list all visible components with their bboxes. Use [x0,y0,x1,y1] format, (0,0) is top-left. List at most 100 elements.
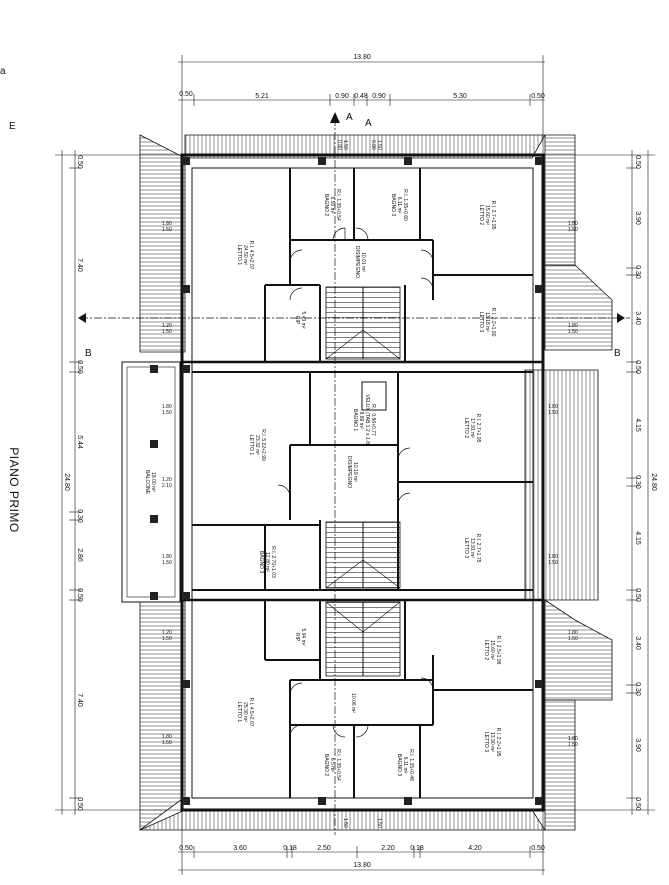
svg-text:LETTO 3: LETTO 3 [478,312,484,332]
dim-left-7: 0.50 [76,588,83,602]
section-lines [80,118,630,835]
svg-text:R.I. 4.5+2.07: R.I. 4.5+2.07 [248,241,254,270]
dim-right-5: 0.50 [634,360,641,374]
svg-text:13.91 m²: 13.91 m² [469,538,475,558]
svg-text:24.50 m²: 24.50 m² [242,245,248,265]
win-note: 1.50 [162,410,172,416]
plan-title: PIANO PRIMO [7,447,21,533]
dim-right-12: 3.90 [634,738,641,752]
svg-text:R.I. 2.5+1.98: R.I. 2.5+1.98 [495,636,501,665]
door-note: 1.50 [376,140,382,150]
room-letto2-bot: LETTO 2 15.60 m² R.I. 2.5+1.98 [483,636,501,665]
win-note: 1.80 [568,736,578,742]
outer-walls [180,153,545,812]
win-note: 1.50 [568,636,578,642]
svg-text:DISIMPEGNO: DISIMPEGNO [346,456,352,488]
door-note: 1.50 [342,140,348,150]
dim-left-5: 0.30 [76,509,83,523]
dim-right-13: 0.50 [634,797,641,811]
win-note: 1.50 [568,329,578,335]
win-note: 1.50 [568,227,578,233]
win-note: 1.20 [162,477,172,483]
room-balcone: BALCONE 18.00 m² [144,470,156,495]
win-note: 1.20 [162,323,172,329]
dimensions-bottom [178,810,545,875]
room-bagno3-mid: BAGNO 3 12.80 m² R.I. 2.70+1.03 [258,546,276,578]
dim-bot-total: 13.80 [353,862,371,869]
svg-text:R.I. 1.35+0.54: R.I. 1.35+0.54 [335,749,341,781]
svg-text:LETTO 1: LETTO 1 [236,245,242,265]
dim-bot-4: 2.50 [317,845,331,852]
dim-bot-1: 0.50 [179,845,193,852]
svg-text:LETTO 2: LETTO 2 [463,418,469,438]
dim-right-9: 0.50 [634,588,641,602]
svg-text:R.I. 2.7+1.75: R.I. 2.7+1.75 [475,534,481,563]
dim-bot-7: 4.20 [468,845,482,852]
win-note: 1.20 [162,630,172,636]
room-letto1-top: LETTO 1 24.50 m² R.I. 4.5+2.07 [236,241,254,270]
room-letto3-bot: LETTO 3 13.90 m² R.I. 2.2+1.95 [483,728,501,757]
room-disimpegno-mid: DISIMPEGNO 10.19 m² [346,456,358,488]
dim-top-5: 0.90 [372,93,386,100]
svg-text:LETTO 1: LETTO 1 [236,702,242,722]
section-label-a-1: A [346,112,353,123]
dim-left-9: 0.50 [76,797,83,811]
section-label-b-2: B [614,348,621,359]
svg-text:LETTO 3: LETTO 3 [483,732,489,752]
room-letto2-mid: LETTO 2 17.91 m² R.I. 2.7+1.95 [463,414,481,443]
win-note: 1.50 [162,227,172,233]
room-letto3-top: LETTO 3 13.18 m² R.I. 2.2+1.90 [478,308,496,337]
svg-text:LETTO 2: LETTO 2 [478,205,484,225]
door-note: 1.50 [342,818,348,828]
dim-top-6: 5.30 [453,93,467,100]
svg-text:LETTO 3: LETTO 3 [463,538,469,558]
dim-top-1: 0.50 [179,91,193,98]
svg-text:5.43 m²: 5.43 m² [300,312,306,329]
win-note: 1.50 [548,410,558,416]
svg-text:13.90 m²: 13.90 m² [489,732,495,752]
room-letto2-top: LETTO 2 15.60 m² R.I. 2.7+1.95 [478,201,496,230]
room-rip-bot: RIP 5.94 m² [294,629,306,646]
svg-text:10.01 m²: 10.01 m² [360,252,366,272]
svg-text:LETTO 1: LETTO 1 [248,435,254,455]
svg-text:R.I. 1.35+0.54: R.I. 1.35+0.54 [335,189,341,221]
room-bagno2-bot: BAGNO 2 6.5 m² R.I. 1.35+0.54 [323,749,341,781]
win-note: 1.80 [162,404,172,410]
door-note: 0.90 [336,140,342,150]
dim-bot-2: 3.60 [233,845,247,852]
win-note: 1.50 [162,740,172,746]
margin-mark-a: a [0,66,6,77]
win-note: 1.50 [568,742,578,748]
svg-text:BAGNO 2: BAGNO 2 [323,754,329,776]
room-rip-top: RIP 5.43 m² [294,312,306,329]
dim-right-6: 4.15 [634,418,641,432]
win-note: 1.50 [162,560,172,566]
dim-left-3: 0.50 [76,360,83,374]
room-labels: LETTO 1 24.50 m² R.I. 4.5+2.07 LETTO 2 1… [144,189,501,781]
win-note: 1.80 [162,554,172,560]
svg-text:R.I. 1.35+0.48: R.I. 1.35+0.48 [408,749,414,781]
dim-right-10: 3.40 [634,636,641,650]
svg-text:13.18 m²: 13.18 m² [484,312,490,332]
win-note: 1.80 [568,221,578,227]
svg-text:BALCONE: BALCONE [144,470,150,495]
dim-top-4: 0.48 [354,93,368,100]
door-swings [277,227,434,738]
svg-text:R.I. 2.2+1.95: R.I. 2.2+1.95 [495,728,501,757]
svg-text:BAGNO 3: BAGNO 3 [390,194,396,216]
svg-text:BAGNO 3: BAGNO 3 [396,754,402,776]
margin-mark-e: E [9,121,16,132]
svg-text:12.80 m²: 12.80 m² [264,552,270,572]
svg-text:18.00 m²: 18.00 m² [150,472,156,492]
dimensions-left [55,150,182,815]
dim-bot-3: 0.18 [283,845,297,852]
svg-text:R.I. 4.5+2.07: R.I. 4.5+2.07 [248,698,254,727]
win-note: 1.50 [548,560,558,566]
svg-text:BAGNO 3: BAGNO 3 [258,551,264,573]
balcony [121,361,181,603]
dim-left-1: 0.50 [76,155,83,169]
dim-left-4: 5.44 [76,435,83,449]
win-note: 1.80 [162,734,172,740]
win-note: 1.80 [548,404,558,410]
